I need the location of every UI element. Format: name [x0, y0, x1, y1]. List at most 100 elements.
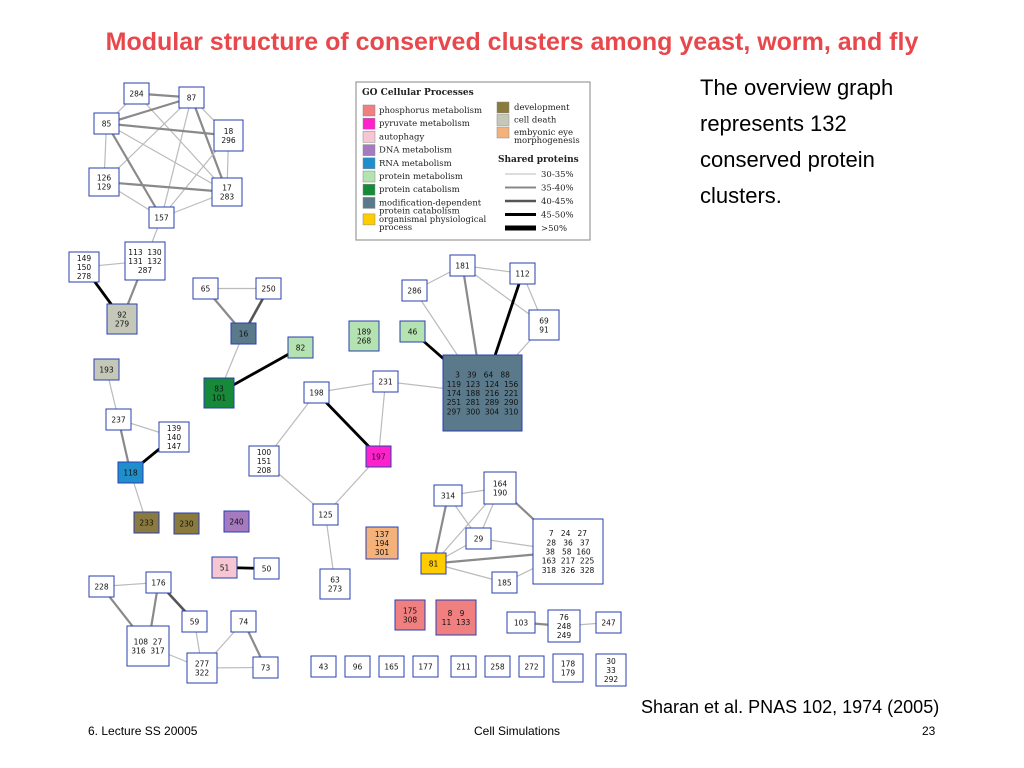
legend-item-label: protein metabolism — [379, 172, 463, 182]
cluster-node-240: 240 — [223, 510, 250, 533]
legend-item-label: cell death — [514, 116, 557, 126]
cluster-label: 178 — [561, 659, 576, 668]
cluster-label: 17 — [222, 183, 232, 192]
legend-swatch — [362, 157, 376, 170]
cluster-label: 163 217 225 — [542, 557, 595, 566]
cluster-node-237: 237 — [105, 408, 132, 431]
cluster-node-185: 185 — [491, 571, 518, 594]
cluster-label: 8 9 — [448, 609, 465, 618]
cluster-label: 137 — [375, 530, 390, 539]
edge-n231-n197 — [377, 381, 387, 457]
cluster-label: 197 — [371, 453, 386, 462]
legend-swatch — [362, 144, 376, 156]
cluster-node-177: 177 — [412, 655, 439, 678]
cluster-label: 258 — [490, 663, 505, 672]
cluster-node-59: 59 — [181, 610, 208, 633]
cluster-label: 73 — [261, 664, 271, 673]
cluster-node-87: 87 — [178, 86, 205, 109]
cluster-node-65: 65 — [192, 277, 219, 300]
cluster-label: 76 — [559, 613, 569, 622]
legend-swatch — [496, 114, 510, 126]
cluster-label: 208 — [257, 466, 272, 475]
cluster-label: 59 — [190, 618, 200, 627]
cluster-label: 46 — [408, 328, 418, 337]
cluster-node-193: 193 — [93, 358, 120, 381]
cluster-label: 279 — [115, 320, 130, 329]
cluster-label: 74 — [239, 618, 249, 627]
cluster-label: 103 — [514, 619, 529, 628]
legend-shared-label: 40-45% — [541, 197, 574, 207]
edge-n87-n85 — [106, 96, 192, 125]
cluster-label: 85 — [102, 120, 112, 129]
edge-n85-n18 — [106, 122, 229, 137]
cluster-label: 92 — [117, 310, 127, 319]
legend-item-label: modification-dependent — [379, 198, 482, 208]
cluster-label: 268 — [357, 337, 372, 346]
cluster-label: 287 — [138, 266, 153, 275]
cluster-label: 165 — [384, 663, 399, 672]
cluster-label: 194 — [375, 539, 390, 548]
cluster-label: 7 24 27 — [549, 529, 587, 538]
cluster-label: 322 — [195, 669, 210, 678]
cluster-node-43: 43 — [310, 655, 337, 678]
overview-line-3: conserved protein — [700, 147, 875, 172]
cluster-label: 272 — [524, 663, 539, 672]
cluster-label: 112 — [515, 270, 530, 279]
cluster-node-250: 250 — [255, 277, 282, 300]
cluster-label: 314 — [441, 492, 456, 501]
cluster-label: 228 — [94, 583, 109, 592]
legend-item-label: protein catabolism — [379, 206, 460, 216]
cluster-node-81: 81 — [420, 552, 447, 575]
footer-page-number: 23 — [922, 724, 936, 738]
cluster-node-211: 211 — [450, 655, 477, 678]
legend-item-label: embyonic eye — [514, 128, 573, 138]
cluster-label: 240 — [229, 518, 244, 527]
legend-shared-label: 30-35% — [541, 170, 574, 180]
cluster-label: 140 — [167, 433, 182, 442]
cluster-label: 150 — [77, 263, 92, 272]
legend-item-label: RNA metabolism — [379, 159, 452, 169]
cluster-label: 177 — [418, 663, 433, 672]
cluster-node-82: 82 — [287, 336, 314, 359]
cluster-label: 113 130 — [128, 248, 162, 257]
cluster-label: 139 — [167, 424, 182, 433]
legend-item-label: DNA metabolism — [379, 146, 452, 156]
cluster-node-118: 118 — [117, 461, 144, 484]
legend-swatch — [362, 104, 376, 117]
cluster-label: 230 — [179, 520, 194, 529]
legend-swatch — [362, 197, 376, 209]
cluster-label: 273 — [328, 585, 343, 594]
overview-line-4: clusters. — [700, 183, 782, 208]
cluster-label: 249 — [557, 631, 572, 640]
cluster-node-50: 50 — [253, 557, 280, 580]
cluster-label: 91 — [539, 326, 549, 335]
legend-swatch — [362, 213, 376, 226]
cluster-label: 81 — [429, 560, 439, 569]
cluster-node-228: 228 — [88, 575, 115, 598]
cluster-label: 28 36 37 — [547, 538, 590, 547]
footer-course: Cell Simulations — [474, 724, 561, 738]
cluster-label: 50 — [262, 565, 272, 574]
legend-title: GO Cellular Processes — [362, 88, 474, 98]
cluster-label: 301 — [375, 548, 390, 557]
cluster-node-16: 16 — [230, 322, 257, 345]
cluster-label: 29 — [474, 535, 484, 544]
cluster-label: 250 — [261, 285, 276, 294]
cluster-node-96: 96 — [344, 655, 371, 678]
cluster-node-85: 85 — [93, 112, 120, 135]
cluster-label: 125 — [318, 511, 333, 520]
cluster-label: 308 — [403, 616, 418, 625]
cluster-label: 63 — [330, 575, 340, 584]
